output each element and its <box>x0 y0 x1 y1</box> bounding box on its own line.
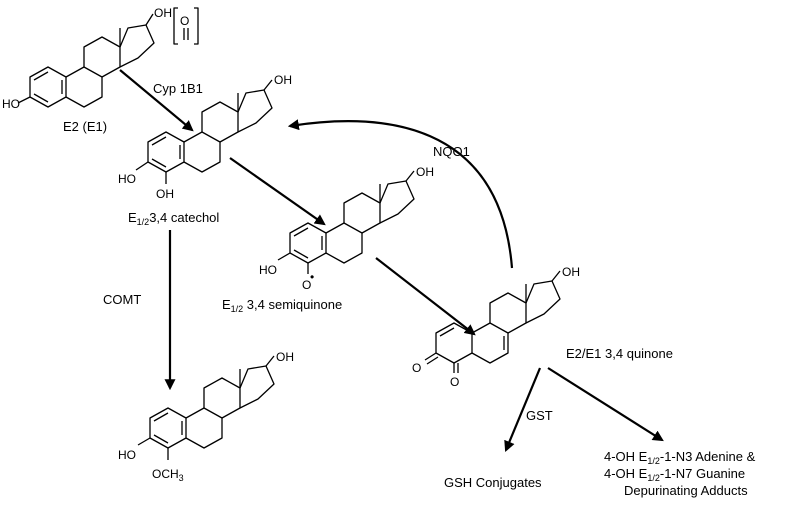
cyp-label: Cyp 1B1 <box>153 81 203 96</box>
quinone-oh-top: OH <box>562 265 580 279</box>
radical-dot: • <box>310 270 314 284</box>
catechol-name-label: E1/23,4 catechol <box>128 210 219 227</box>
adduct-line-1: 4-OH E1/2-1-N3 Adenine & <box>604 449 756 466</box>
adduct-line-2: 4-OH E1/2-1-N7 Guanine <box>604 466 745 483</box>
methoxy-och3-label: OCH3 <box>152 467 184 483</box>
semiquinone-name-label: E1/2 3,4 semiquinone <box>222 297 342 314</box>
e2-structure: OH HO O E2 (E1) <box>2 6 199 134</box>
catechol-oh-top: OH <box>274 73 292 87</box>
quinone-structure: OH O O E2/E1 3,4 quinone <box>412 265 673 389</box>
catechol-oh-bottom: OH <box>156 187 174 201</box>
cyp-arrow <box>119 69 194 132</box>
gsh-conjugates-label: GSH Conjugates <box>444 475 542 490</box>
catechol-structure: OH HO OH E1/23,4 catechol <box>118 73 292 227</box>
adduct-arrow <box>547 367 664 442</box>
catechol-ho-label: HO <box>118 172 136 186</box>
semiquinone-oh-top: OH <box>416 165 434 179</box>
catechol-to-semiquinone-arrow <box>229 157 326 226</box>
nqo1-arrow <box>287 119 514 269</box>
semiquinone-structure: OH HO O • E1/2 3,4 semiquinone <box>222 165 434 314</box>
gst-label: GST <box>526 408 553 423</box>
quinone-o1-label: O <box>412 361 421 375</box>
methoxy-ho-label: HO <box>118 448 136 462</box>
methoxy-structure: OH HO OCH3 <box>118 350 294 483</box>
nqo1-label: NQO1 <box>433 144 470 159</box>
e2-ho-label: HO <box>2 97 20 111</box>
quinone-name-label: E2/E1 3,4 quinone <box>566 346 673 361</box>
semiquinone-ho-label: HO <box>259 263 277 277</box>
reaction-arrows <box>119 69 664 453</box>
gst-arrow <box>504 367 542 453</box>
oxo-o-label: O <box>180 14 189 28</box>
semiquinone-o-label: O <box>302 278 311 292</box>
quinone-o2-label: O <box>450 375 459 389</box>
comt-label: COMT <box>103 292 141 307</box>
e2-oh-label: OH <box>154 6 172 20</box>
adduct-line-3: Depurinating Adducts <box>624 483 748 498</box>
methoxy-oh-top: OH <box>276 350 294 364</box>
oxo-bracket: O <box>173 7 199 45</box>
semiquinone-to-quinone-arrow <box>375 257 476 336</box>
depurinating-adducts-label: 4-OH E1/2-1-N3 Adenine & 4-OH E1/2-1-N7 … <box>604 449 756 498</box>
e2-name-label: E2 (E1) <box>63 119 107 134</box>
